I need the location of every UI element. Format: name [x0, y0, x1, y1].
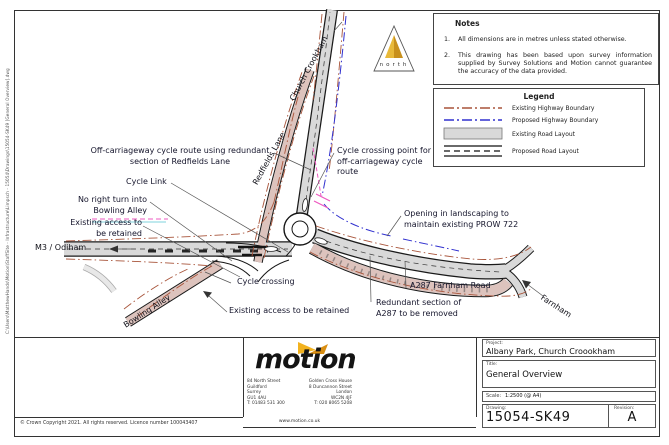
cycle-route: [92, 147, 331, 220]
north-arrow-icon: [373, 24, 415, 72]
annotation-existing-access-west: Existing access to be retained: [70, 218, 142, 238]
legend-label: Proposed Highway Boundary: [512, 117, 599, 124]
office-phone-guildford: T: 01483 531 300: [247, 401, 285, 406]
existing-highway-boundary: [65, 11, 533, 317]
road-markings: [68, 11, 501, 293]
project-value: Albany Park, Church Croookham: [486, 347, 616, 356]
title-label: Title:: [486, 362, 498, 367]
notes-panel: Notes 1. All dimensions are in metres un…: [433, 13, 659, 85]
splitter-islands: [264, 198, 328, 252]
motion-logo-icon: [298, 342, 328, 354]
title-box: [482, 360, 656, 388]
scale-box: [482, 391, 656, 402]
revision-value: A: [627, 410, 637, 425]
office-address-guildford: 84 North Street Guildford Surrey GU1 4AU: [247, 379, 281, 401]
legend-sample-proposed-boundary: [444, 119, 502, 121]
motion-logo-text: motion: [255, 344, 357, 375]
roundabout: [283, 212, 317, 246]
note-text: This drawing has been based upon survey …: [458, 52, 652, 75]
legend-label: Proposed Road Layout: [512, 148, 579, 155]
sheet-frame: [14, 10, 660, 437]
road-label-m3-odiham: M3 / Odiham: [35, 243, 87, 252]
note-number: 1.: [444, 36, 451, 43]
legend-title: Legend: [523, 92, 555, 101]
copyright-text: © Crown Copyright 2021. All rights reser…: [20, 421, 198, 426]
annotation-cycle-crossing-point: Cycle crossing point for off-carriageway…: [337, 146, 432, 176]
note-number: 2.: [444, 52, 451, 59]
title-value: General Overview: [486, 370, 563, 380]
titleblock-divider: [243, 337, 244, 417]
project-label: Project:: [486, 341, 503, 346]
scale-value: 1:2500 (@ A4): [505, 393, 542, 399]
annotation-a287-farnham-road: A287 Farnham Road: [410, 281, 491, 290]
legend-label: Existing Highway Boundary: [512, 105, 595, 112]
project-box: [482, 339, 656, 357]
annotation-existing-access-south: Existing access to be retained: [229, 306, 350, 315]
office-phone-london: T: 020 8065 5208: [314, 401, 352, 406]
revision-label: Revision:: [614, 406, 635, 411]
north-label: north: [379, 62, 410, 68]
titleblock-divider: [476, 337, 477, 417]
revision-divider: [608, 404, 609, 428]
legend-sample-existing-boundary: [444, 107, 502, 109]
leader-lines: [117, 21, 544, 313]
office-address-london: Golden Cross House 8 Duncannon Street Lo…: [308, 379, 352, 401]
existing-driveway: [82, 264, 117, 293]
legend-label: Existing Road Layout: [512, 131, 576, 138]
note-text: All dimensions are in metres unless stat…: [458, 36, 627, 43]
drawing-number: 15054-SK49: [486, 410, 571, 425]
notes-title: Notes: [455, 19, 480, 28]
leader-arrowheads: [109, 245, 531, 298]
drawing-label: Drawing:: [486, 406, 507, 411]
annotation-off-carriageway: Off-carriageway cycle route using redund…: [90, 146, 270, 166]
annotation-no-right-turn: No right turn into Bowling Alley: [77, 195, 147, 215]
annotation-opening-landscaping: Opening in landscaping to maintain exist…: [404, 209, 519, 229]
website-link: www.motion.co.uk: [278, 419, 321, 424]
drawing-box: [482, 404, 656, 428]
legend-sample-proposed-road: [444, 145, 502, 157]
scale-label: Scale:: [486, 393, 502, 399]
annotation-redundant-section: Redundant section of A287 to be removed: [376, 298, 462, 318]
legend-sample-existing-road: [443, 127, 503, 140]
titleblock-divider: [243, 427, 476, 428]
legend-panel: Legend Existing Highway Boundary Propose…: [433, 88, 645, 167]
annotation-cycle-link: Cycle Link: [126, 177, 167, 186]
kerb-details: [211, 237, 299, 283]
titleblock-divider: [14, 417, 243, 418]
annotation-cycle-crossing: Cycle crossing: [237, 277, 295, 286]
titleblock-divider: [14, 337, 660, 338]
